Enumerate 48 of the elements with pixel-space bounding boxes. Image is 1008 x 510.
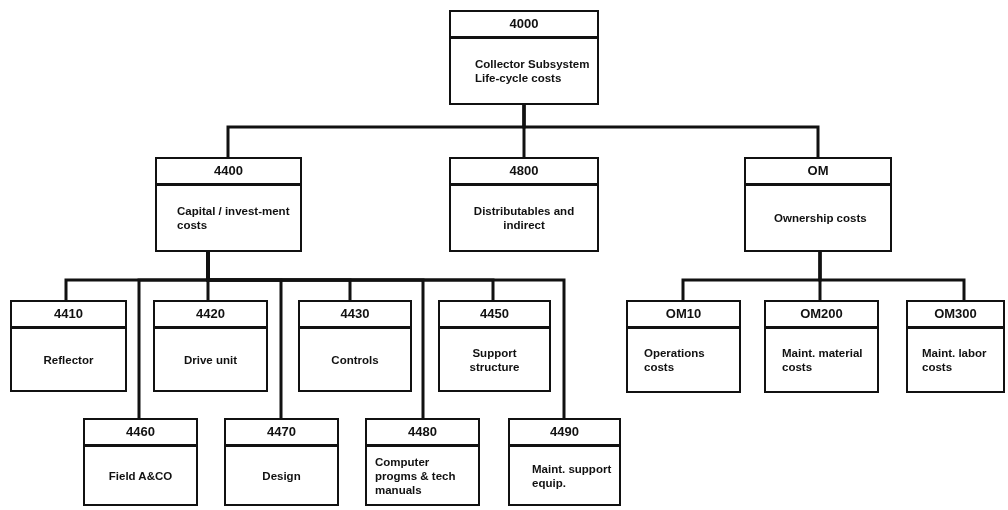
cost-label: Operations costs	[643, 346, 706, 374]
cost-label: Computer progms & tech manuals	[374, 454, 457, 497]
cost-box	[438, 300, 551, 392]
cost-code: 4460	[126, 424, 155, 439]
cost-code: OM10	[665, 306, 702, 321]
cost-box	[626, 300, 741, 393]
cost-label: Collector Subsystem Life-cycle costs	[474, 57, 591, 85]
cost-code: 4450	[480, 306, 509, 321]
cost-box	[10, 300, 127, 392]
cost-box	[906, 300, 1005, 393]
cost-code: 4420	[196, 306, 225, 321]
cost-box	[764, 300, 879, 393]
cost-label: Maint. material costs	[781, 346, 864, 374]
connector-line	[206, 252, 566, 418]
cost-label: Drive unit	[182, 352, 238, 367]
connector-line	[818, 252, 966, 300]
cost-box	[508, 418, 621, 506]
cost-code: 4000	[509, 16, 539, 31]
cost-label: Controls	[330, 352, 380, 367]
cost-label: Maint. labor costs	[921, 346, 988, 374]
cost-box	[298, 300, 412, 392]
cost-code: OM300	[934, 306, 977, 321]
cost-code: OM200	[800, 306, 843, 321]
cost-code: 4490	[550, 424, 579, 439]
cost-code: 4400	[214, 163, 243, 178]
cost-box	[153, 300, 268, 392]
cost-code: 4800	[509, 163, 539, 178]
cost-label: Ownership costs	[773, 211, 868, 225]
cost-box	[224, 418, 339, 506]
connector-line	[522, 105, 820, 157]
cost-box	[365, 418, 480, 506]
cost-code: OM	[807, 163, 829, 178]
cost-label: Capital / invest-ment costs	[176, 204, 291, 232]
cost-code: 4430	[340, 306, 370, 321]
cost-label: Distributables and indirect	[472, 204, 576, 232]
cost-code: 4480	[408, 424, 437, 439]
cost-label: Design	[261, 468, 302, 483]
cost-label: Maint. support equip.	[531, 461, 613, 490]
cost-box	[449, 157, 599, 252]
cost-code: 4470	[267, 424, 296, 439]
cost-code: 4410	[54, 306, 83, 321]
cost-label: Reflector	[42, 352, 95, 367]
cost-box	[83, 418, 198, 506]
cost-label: Support structure	[468, 345, 521, 374]
cost-box	[449, 10, 599, 105]
cost-box	[155, 157, 302, 252]
cost-label: Field A&CO	[107, 468, 174, 483]
cost-box	[744, 157, 892, 252]
